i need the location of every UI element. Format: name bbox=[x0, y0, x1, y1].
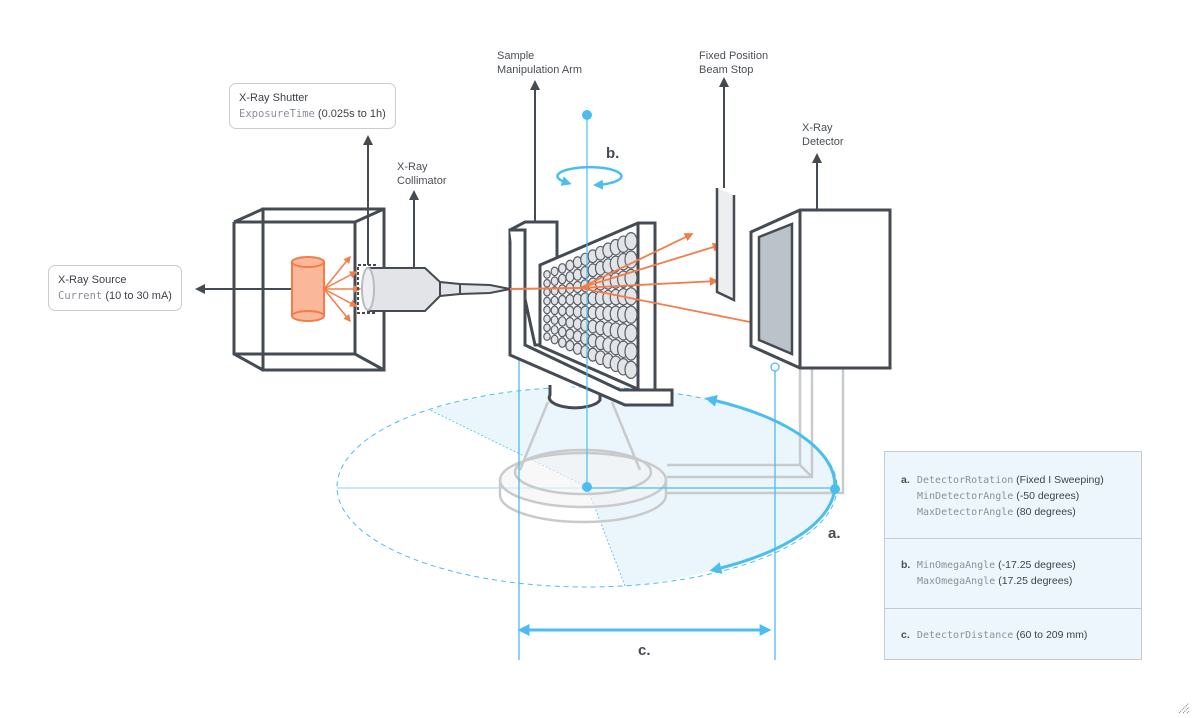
source-param: Current bbox=[58, 290, 103, 302]
sample-well bbox=[624, 342, 638, 361]
source-callout: X-Ray Source Current (10 to 30 mA) bbox=[48, 265, 182, 311]
param-value: (-50 degrees) bbox=[1016, 490, 1080, 502]
sample-well bbox=[565, 328, 575, 340]
sample-well bbox=[550, 295, 559, 306]
sample-well bbox=[550, 334, 559, 345]
letter-a: a. bbox=[828, 525, 841, 542]
param-name: DetectorDistance bbox=[916, 630, 1014, 641]
sample-well bbox=[557, 316, 567, 327]
param-value: (60 to 209 mm) bbox=[1016, 629, 1088, 641]
sample-well bbox=[550, 305, 559, 316]
sample-well bbox=[557, 326, 567, 338]
emission-rays bbox=[323, 255, 362, 323]
sample-well bbox=[543, 314, 551, 324]
param-key-b: b. bbox=[901, 559, 911, 571]
letter-c: c. bbox=[638, 642, 651, 659]
param-key-a: a. bbox=[901, 474, 910, 486]
sample-well bbox=[565, 316, 575, 329]
sample-well bbox=[557, 284, 567, 295]
param-value: (Fixed I Sweeping) bbox=[1016, 474, 1104, 486]
sample-well bbox=[543, 270, 551, 279]
param-section-a: a. DetectorRotation (Fixed I Sweeping) M… bbox=[885, 452, 1141, 539]
sample-well bbox=[565, 259, 575, 272]
parameters-panel: a. DetectorRotation (Fixed I Sweeping) M… bbox=[884, 451, 1142, 660]
param-key-c: c. bbox=[901, 629, 910, 641]
beam-stop-icon bbox=[715, 188, 736, 302]
sample-well bbox=[557, 263, 567, 274]
source-range: (10 to 30 mA) bbox=[105, 290, 172, 302]
sample-well bbox=[624, 287, 638, 306]
resize-handle-icon[interactable] bbox=[1178, 702, 1190, 714]
omega-rotation-arrow bbox=[556, 165, 623, 190]
sample-well bbox=[550, 324, 559, 335]
diffracted-beams bbox=[579, 233, 762, 328]
sample-well bbox=[624, 323, 638, 343]
param-value: (80 degrees) bbox=[1016, 506, 1076, 518]
sample-well bbox=[624, 360, 638, 380]
shutter-title: X-Ray Shutter bbox=[239, 92, 309, 104]
sample-well bbox=[543, 332, 551, 342]
source-title: X-Ray Source bbox=[58, 274, 127, 286]
sample-plate bbox=[538, 221, 657, 392]
sample-well bbox=[557, 273, 567, 285]
sample-well bbox=[550, 315, 559, 325]
sample-well bbox=[565, 339, 575, 352]
arc-end-point bbox=[830, 484, 840, 494]
sample-well bbox=[624, 232, 638, 251]
param-section-b: b. MinOmegaAngle (-17.25 degrees) MaxOme… bbox=[885, 538, 1141, 609]
collimator-icon bbox=[361, 267, 511, 312]
sample-well bbox=[565, 305, 575, 317]
detector-icon bbox=[749, 208, 892, 370]
sample-well bbox=[557, 337, 567, 348]
sample-well bbox=[550, 276, 559, 287]
sample-wells bbox=[543, 232, 638, 380]
param-value: (-17.25 degrees) bbox=[998, 559, 1076, 571]
param-value: (17.25 degrees) bbox=[998, 575, 1073, 587]
sample-well bbox=[543, 305, 551, 315]
sample-well bbox=[543, 323, 551, 333]
xray-tube-icon bbox=[291, 256, 325, 322]
sample-well bbox=[565, 294, 575, 306]
sample-well bbox=[565, 271, 575, 283]
letter-b: b. bbox=[606, 145, 619, 162]
omega-axis-top bbox=[582, 110, 592, 120]
sample-well bbox=[557, 305, 567, 317]
sample-well bbox=[550, 266, 559, 277]
param-name: MaxDetectorAngle bbox=[917, 507, 1014, 518]
sample-well bbox=[543, 278, 551, 288]
sample-well bbox=[557, 294, 567, 306]
main-beam bbox=[509, 287, 581, 290]
sample-well bbox=[624, 305, 638, 324]
detector-ref-point bbox=[770, 362, 780, 372]
param-name: MinOmegaAngle bbox=[916, 560, 996, 571]
shutter-callout: X-Ray Shutter ExposureTime (0.025s to 1h… bbox=[229, 83, 396, 129]
shutter-range: (0.025s to 1h) bbox=[317, 108, 386, 120]
shutter-param: ExposureTime bbox=[239, 108, 315, 120]
param-name: DetectorRotation bbox=[916, 475, 1014, 486]
ghost-base bbox=[498, 365, 845, 524]
param-section-c: c. DetectorDistance (60 to 209 mm) bbox=[885, 609, 1141, 661]
sample-well bbox=[543, 296, 551, 306]
param-name: MinDetectorAngle bbox=[917, 491, 1014, 502]
param-name: MaxOmegaAngle bbox=[917, 576, 996, 587]
